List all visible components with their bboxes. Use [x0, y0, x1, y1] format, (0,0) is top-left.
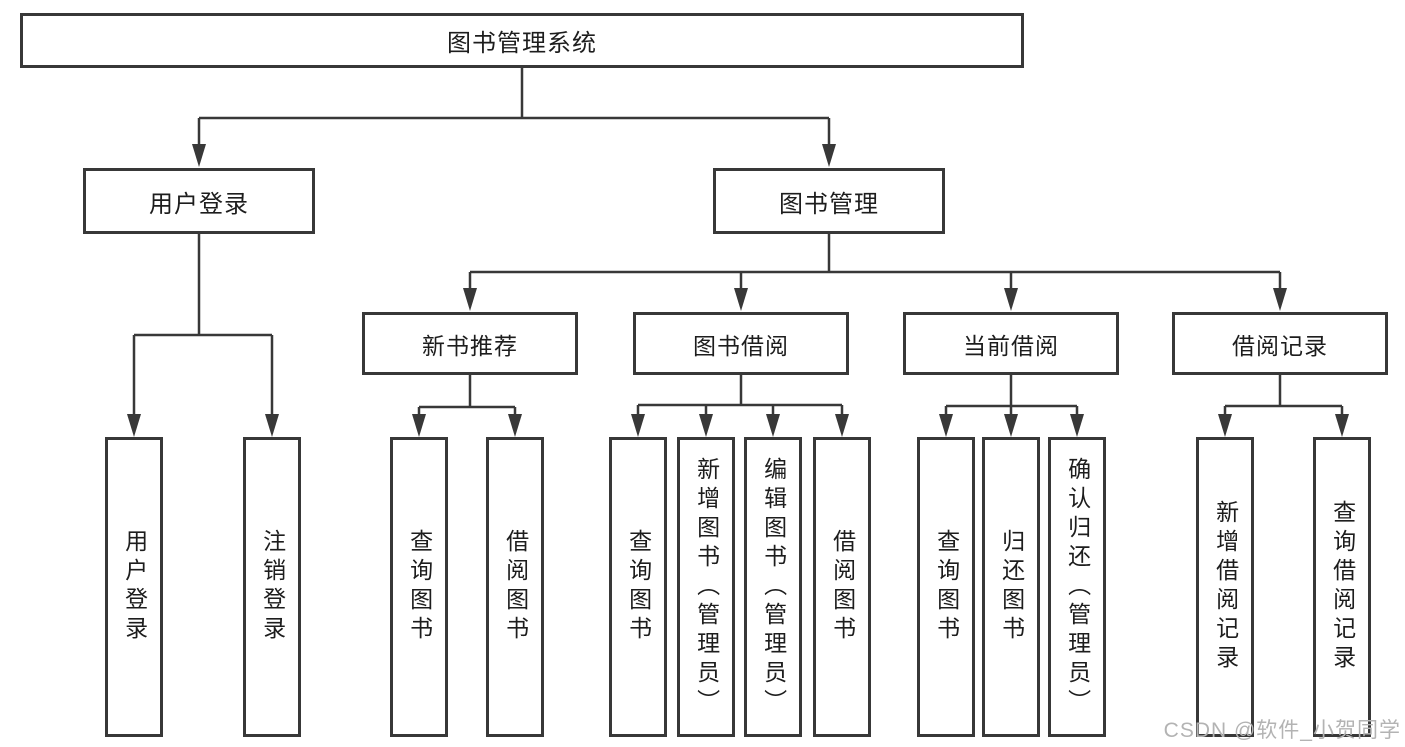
- node-current-borrow: 当前借阅: [903, 312, 1119, 375]
- arrowhead-down-icon: [939, 414, 953, 437]
- node-label: 查询借阅记录: [1329, 500, 1356, 674]
- node-label: 借阅图书: [829, 529, 856, 645]
- node-label: 图书管理系统: [447, 30, 597, 57]
- arrowhead-down-icon: [822, 144, 836, 167]
- node-leaf-current-query-book: 查询图书: [917, 437, 975, 737]
- node-book-management: 图书管理: [713, 168, 945, 234]
- arrowhead-down-icon: [766, 414, 780, 437]
- node-new-book-recommend: 新书推荐: [362, 312, 578, 375]
- arrowhead-down-icon: [192, 144, 206, 167]
- arrowhead-down-icon: [699, 414, 713, 437]
- node-label: 图书管理: [779, 190, 879, 218]
- node-leaf-return-book: 归还图书: [982, 437, 1040, 737]
- arrowhead-down-icon: [463, 288, 477, 311]
- node-leaf-edit-book-admin: 编辑图书（管理员）: [744, 437, 802, 737]
- node-label: 图书借阅: [693, 332, 789, 359]
- node-leaf-recommend-borrow-book: 借阅图书: [486, 437, 544, 737]
- node-label: 查询图书: [933, 529, 960, 645]
- arrowhead-down-icon: [835, 414, 849, 437]
- node-leaf-recommend-query-book: 查询图书: [390, 437, 448, 737]
- csdn-watermark: CSDN @软件_小贺同学: [1163, 719, 1401, 742]
- node-book-borrow: 图书借阅: [633, 312, 849, 375]
- node-root: 图书管理系统: [20, 13, 1024, 68]
- node-label: 查询图书: [625, 529, 652, 645]
- arrowhead-down-icon: [1218, 414, 1232, 437]
- connector-book-borrow-to-leaves: [631, 375, 849, 437]
- node-label: 新增借阅记录: [1212, 500, 1239, 674]
- arrowhead-down-icon: [1273, 288, 1287, 311]
- connector-current-borrow-to-leaves: [939, 375, 1084, 437]
- node-label: 用户登录: [149, 190, 249, 218]
- arrowhead-down-icon: [412, 414, 426, 437]
- node-label: 归还图书: [998, 529, 1025, 645]
- arrowhead-down-icon: [1070, 414, 1084, 437]
- arrowhead-down-icon: [265, 414, 279, 437]
- node-leaf-query-borrow-record: 查询借阅记录: [1313, 437, 1371, 737]
- connector-book-management-to-level3: [463, 234, 1287, 311]
- arrowhead-down-icon: [1004, 288, 1018, 311]
- connector-root-to-level2: [192, 68, 836, 167]
- arrowhead-down-icon: [1004, 414, 1018, 437]
- node-leaf-add-book-admin: 新增图书（管理员）: [677, 437, 735, 737]
- node-user-login: 用户登录: [83, 168, 315, 234]
- node-leaf-borrow-book: 借阅图书: [813, 437, 871, 737]
- node-label: 确认归还（管理员）: [1064, 456, 1091, 718]
- connector-new-book-recommend-to-leaves: [412, 375, 522, 437]
- arrowhead-down-icon: [1335, 414, 1349, 437]
- node-label: 当前借阅: [963, 332, 1059, 359]
- node-leaf-user-login: 用户登录: [105, 437, 163, 737]
- node-label: 借阅记录: [1232, 332, 1328, 359]
- node-leaf-add-borrow-record: 新增借阅记录: [1196, 437, 1254, 737]
- node-leaf-confirm-return-admin: 确认归还（管理员）: [1048, 437, 1106, 737]
- node-label: 借阅图书: [502, 529, 529, 645]
- node-label: 新书推荐: [422, 332, 518, 359]
- node-label: 编辑图书（管理员）: [760, 456, 787, 718]
- node-label: 用户登录: [121, 529, 148, 645]
- arrowhead-down-icon: [508, 414, 522, 437]
- arrowhead-down-icon: [127, 414, 141, 437]
- connector-borrow-record-to-leaves: [1218, 375, 1349, 437]
- node-label: 查询图书: [406, 529, 433, 645]
- node-label: 新增图书（管理员）: [693, 456, 720, 718]
- node-label: 注销登录: [259, 529, 286, 645]
- arrowhead-down-icon: [631, 414, 645, 437]
- node-borrow-record: 借阅记录: [1172, 312, 1388, 375]
- node-leaf-logout: 注销登录: [243, 437, 301, 737]
- connector-user-login-to-leaves: [127, 234, 279, 437]
- node-leaf-borrow-query-book: 查询图书: [609, 437, 667, 737]
- arrowhead-down-icon: [734, 288, 748, 311]
